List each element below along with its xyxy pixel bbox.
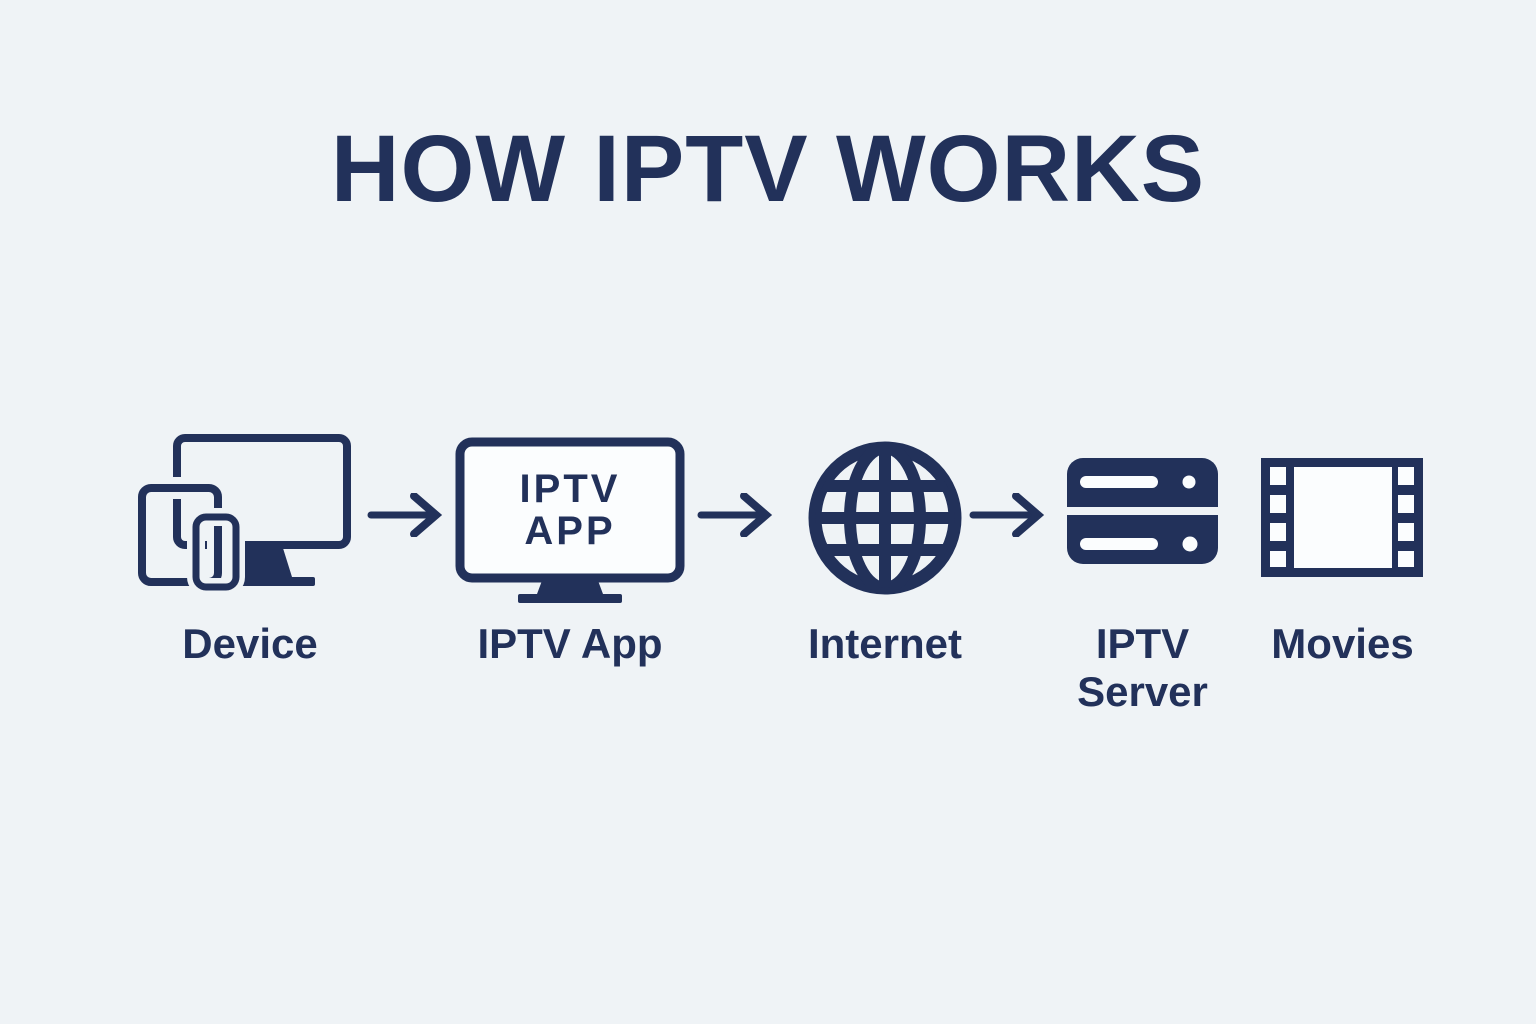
film-strip-icon — [1261, 458, 1423, 577]
node-internet: Internet — [800, 433, 970, 667]
globe-icon — [808, 441, 962, 595]
node-label-device: Device — [182, 620, 318, 667]
devices-icon — [131, 434, 351, 596]
node-movies: Movies — [1250, 445, 1435, 667]
node-label-movies: Movies — [1271, 620, 1414, 667]
node-label-internet: Internet — [807, 620, 962, 667]
tv-screen-text-line1: IPTV — [520, 467, 621, 511]
arrow-right-icon — [697, 493, 773, 537]
node-iptv-app: IPTV APP IPTV App — [450, 430, 690, 667]
server-icon — [1067, 458, 1218, 564]
node-label-iptv-server: IPTV Server — [1077, 620, 1208, 715]
page-title: HOW IPTV WORKS — [330, 116, 1206, 222]
arrow-right-icon — [969, 493, 1045, 537]
node-iptv-server: IPTV Server — [1055, 445, 1230, 715]
tv-screen-text-line2: APP — [524, 509, 615, 553]
node-label-iptv-app: IPTV App — [477, 620, 663, 667]
node-device: Device — [130, 425, 370, 667]
tv-app-icon: IPTV APP — [455, 437, 685, 603]
arrow-right-icon — [367, 493, 443, 537]
